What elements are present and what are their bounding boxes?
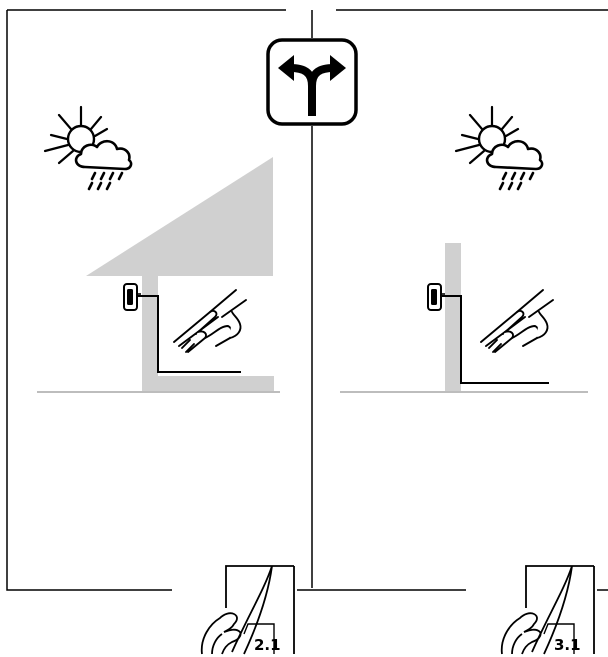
right-cable-route [441,295,549,384]
right-open-wall [340,243,588,393]
page-ref-left: 2.1 [200,565,295,655]
page-ref-right-label: 3.1 [554,636,581,654]
left-panel-frame [6,9,312,591]
right-panel-frame [312,9,608,591]
left-sheltered-wall [37,157,280,393]
left-weather-icon [43,105,133,191]
right-pointing-hand-icon [480,289,554,353]
page-ref-left-label: 2.1 [254,636,281,654]
page-ref-right: 3.1 [500,565,595,655]
fork-arrows-icon [266,38,358,126]
right-weather-icon [454,105,544,191]
left-cable-route [138,295,241,373]
left-pointing-hand-icon [173,289,247,353]
